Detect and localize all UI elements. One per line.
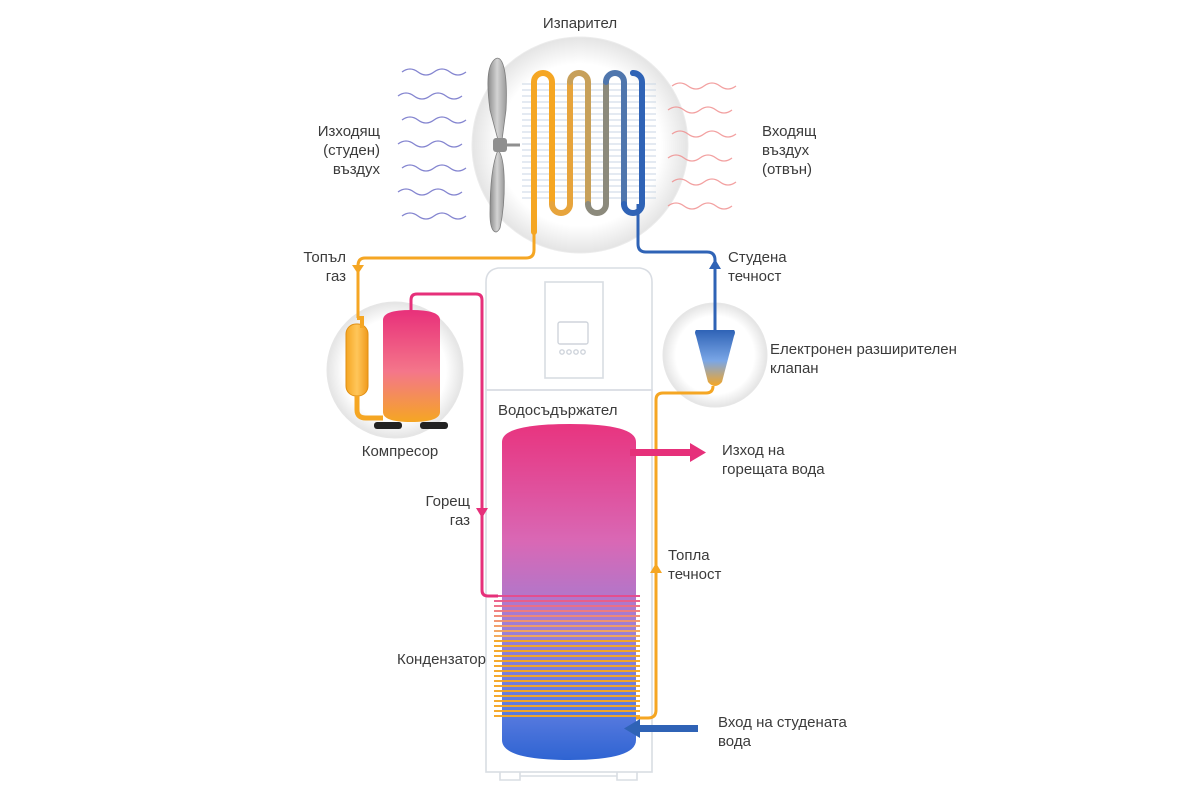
warm-liquid-arrow bbox=[650, 563, 662, 573]
warm-gas-label: Топъл газ bbox=[303, 249, 346, 285]
hot-gas-arrow bbox=[476, 508, 488, 518]
expansion-valve bbox=[695, 330, 735, 386]
hot-gas-pipe bbox=[409, 292, 498, 598]
warm-gas-pipe bbox=[356, 232, 536, 318]
cold-water-in-label: Вход на студената вода bbox=[718, 714, 847, 750]
hot-water-out-label: Изход на горещата вода bbox=[722, 442, 825, 478]
water-tank bbox=[502, 424, 636, 760]
evaporator-label: Изпарител bbox=[542, 15, 618, 32]
outgoing-air-label: Изходящ (студен) въздух bbox=[317, 123, 380, 178]
warm-gas-arrow bbox=[352, 265, 364, 274]
evaporator-coil bbox=[531, 70, 645, 235]
unit-housing bbox=[485, 267, 653, 781]
cold-liquid-label: Студена течност bbox=[728, 249, 787, 285]
control-panel bbox=[557, 321, 589, 355]
incoming-air-label: Входящ въздух (отвън) bbox=[762, 123, 817, 178]
evaporator-halo bbox=[471, 36, 689, 254]
incoming-air-waves bbox=[667, 82, 737, 210]
condenser-coil bbox=[494, 595, 640, 717]
expansion-valve-label: Електронен разширителен клапан bbox=[770, 341, 957, 377]
warm-liquid-pipe bbox=[636, 385, 715, 720]
hot-water-outlet bbox=[630, 443, 706, 462]
water-tank-label: Водосъдържател bbox=[498, 402, 618, 419]
condenser-label: Кондензатор bbox=[396, 651, 486, 668]
compressor-label: Компресор bbox=[361, 443, 439, 460]
compressor bbox=[345, 310, 448, 429]
cold-water-inlet bbox=[624, 719, 698, 738]
fan bbox=[487, 57, 520, 233]
cold-liquid-pipe bbox=[636, 204, 717, 330]
cold-liquid-arrow bbox=[709, 259, 721, 269]
hot-gas-label: Горещ газ bbox=[425, 493, 471, 529]
warm-liquid-label: Топла течност bbox=[668, 547, 722, 583]
outgoing-air-waves bbox=[397, 68, 467, 220]
